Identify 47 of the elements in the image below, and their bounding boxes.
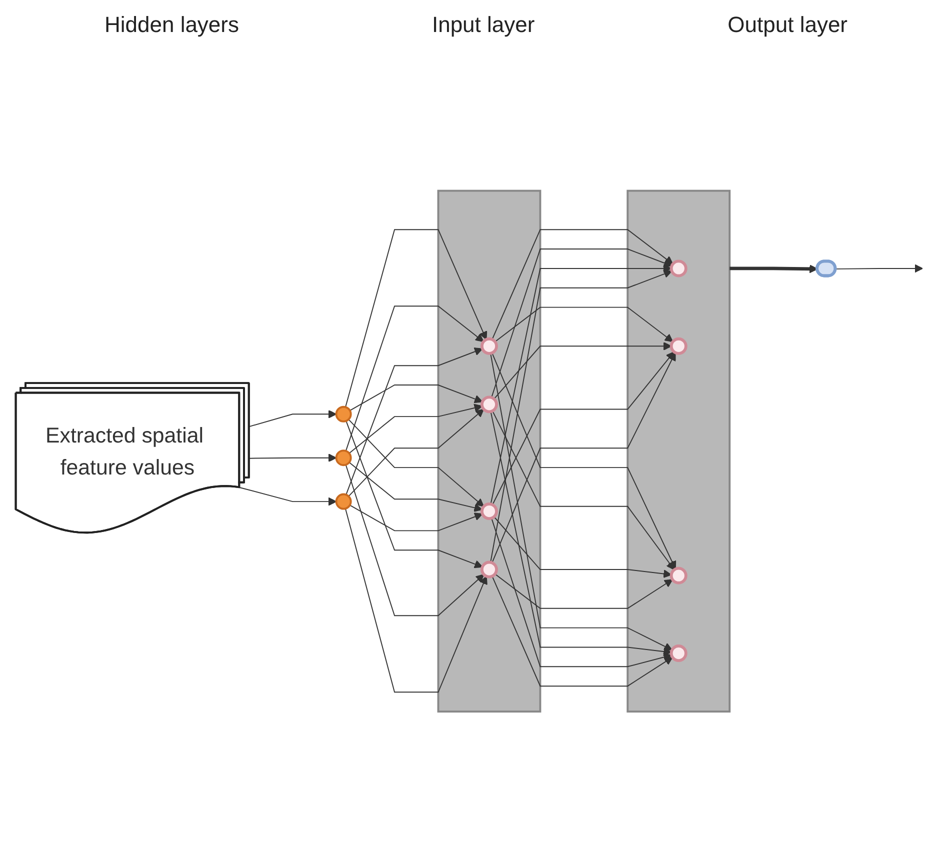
- node-circle: [480, 502, 498, 520]
- arrow: [730, 264, 818, 274]
- arrow: [494, 307, 674, 343]
- arrow: [494, 342, 672, 400]
- arrow: [345, 229, 488, 408]
- arrow: [345, 306, 484, 452]
- arrow: [248, 454, 337, 462]
- arrow: [248, 410, 337, 428]
- arrow: [835, 264, 924, 274]
- layer-label: Output layer: [728, 12, 848, 38]
- arrow: [492, 229, 674, 340]
- arrow: [348, 409, 484, 498]
- layer-label: Hidden layers: [104, 12, 239, 38]
- cluster: [437, 190, 542, 713]
- arrow: [491, 248, 672, 398]
- arrow: [490, 353, 672, 651]
- node-circle: [480, 396, 498, 414]
- node-circle: [670, 567, 688, 585]
- arrow: [346, 348, 483, 496]
- node-circle: [480, 338, 498, 356]
- arrow: [349, 505, 483, 532]
- arrow: [494, 574, 673, 610]
- node-circle: [670, 644, 688, 662]
- arrow: [490, 411, 672, 656]
- arrow: [345, 464, 484, 616]
- arrow: [491, 518, 672, 668]
- arrow: [490, 264, 672, 505]
- arrow: [492, 352, 674, 506]
- arrow: [490, 270, 672, 564]
- node-circle: [335, 450, 352, 466]
- node-circle: [335, 406, 352, 423]
- node-circle: [335, 494, 352, 510]
- arrow: [494, 516, 672, 578]
- node-circle: [670, 260, 688, 278]
- arrow: [346, 420, 483, 569]
- arrow: [349, 384, 483, 412]
- arrow: [239, 487, 337, 506]
- layer-label: Input layer: [432, 12, 535, 38]
- cluster: [626, 190, 731, 713]
- arrow: [344, 508, 488, 693]
- arrow: [348, 404, 483, 454]
- node-circle: [670, 338, 688, 356]
- arrow: [492, 576, 673, 687]
- arrow: [492, 410, 675, 570]
- node-circle: [480, 561, 498, 579]
- arrow: [348, 419, 484, 508]
- arrow: [348, 462, 483, 512]
